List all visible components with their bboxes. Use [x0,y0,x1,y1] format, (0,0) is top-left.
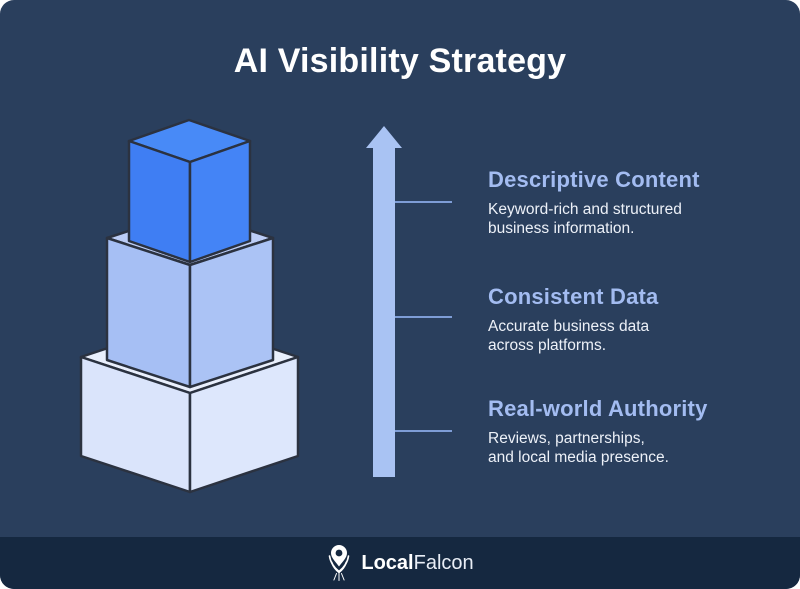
section-body-line: across platforms. [488,337,607,354]
bottom-cube [79,319,300,494]
page-title: AI Visibility Strategy [233,42,567,80]
section-body-line: Reviews, partnerships, [488,430,645,447]
section-body-line: business information. [488,220,635,237]
section-consistent-data: Consistent Data Accurate business data a… [488,284,768,355]
middle-cube [105,209,275,389]
section-body-line: Accurate business data [488,318,650,335]
section-heading: Consistent Data [488,284,659,309]
brand-name-bold: Local [361,551,414,574]
up-arrow-icon [366,126,402,477]
falcon-map-pin-icon [329,545,350,581]
section-heading: Real-world Authority [488,396,708,421]
tick-lines [395,201,452,432]
section-descriptive-content: Descriptive Content Keyword-rich and str… [488,167,768,238]
brand-name-light: Falcon [413,551,474,574]
section-real-world-authority: Real-world Authority Reviews, partnershi… [488,396,768,467]
top-cube [127,118,252,264]
section-body-line: Keyword-rich and structured [488,201,682,218]
section-heading: Descriptive Content [488,167,700,192]
section-body-line: and local media presence. [488,449,669,466]
